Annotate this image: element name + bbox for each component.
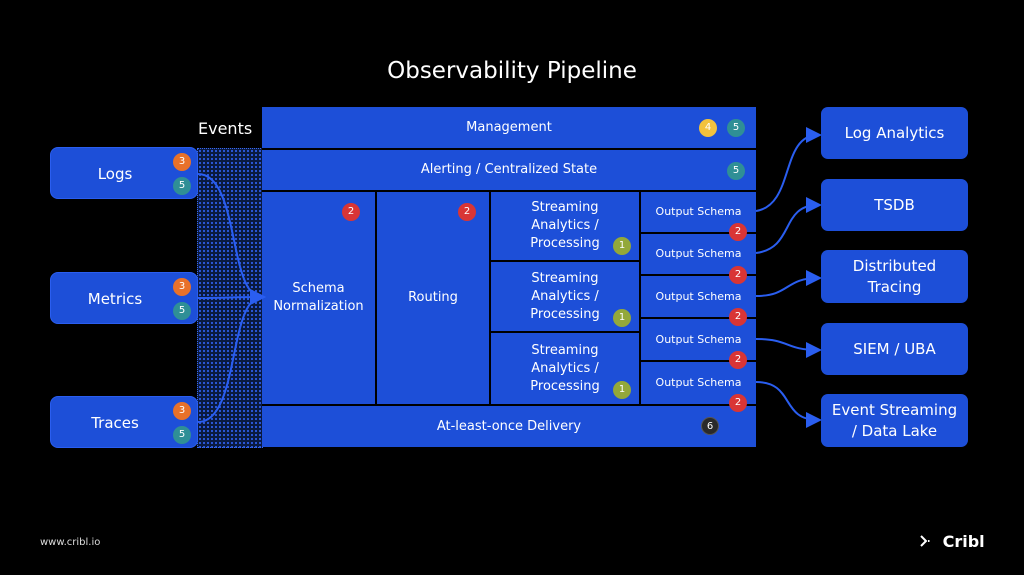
badge: 1 — [613, 381, 631, 399]
flow-tracing — [755, 270, 822, 297]
flow-traces — [197, 289, 266, 423]
source-traces: Traces 3 5 — [50, 396, 198, 448]
destination-label: Distributed Tracing — [852, 256, 937, 296]
streaming-label: Streaming Analytics / Processing — [530, 270, 600, 322]
badge: 5 — [727, 162, 745, 180]
chevron-dash-icon — [919, 532, 943, 551]
badge: 2 — [729, 394, 747, 412]
destination-log-analytics: Log Analytics — [821, 107, 968, 159]
output-label: Output Schema — [655, 289, 742, 303]
badge: 5 — [173, 177, 191, 195]
streaming-box-3: Streaming Analytics / Processing 1 — [491, 333, 639, 404]
badge: 3 — [173, 278, 191, 296]
flow-log-analytics — [755, 127, 822, 212]
badge: 2 — [729, 308, 747, 326]
delivery-label: At-least-once Delivery — [436, 418, 582, 434]
diagram-title: Observability Pipeline — [387, 58, 637, 84]
badge: 2 — [729, 223, 747, 241]
routing-box: Routing 2 — [377, 192, 489, 404]
management-bar: Management 4 5 — [262, 107, 756, 148]
badge: 5 — [173, 426, 191, 444]
pipeline-panel: Management 4 5 Alerting / Centralized St… — [262, 107, 756, 447]
destination-distributed-tracing: Distributed Tracing — [821, 250, 968, 303]
source-metrics: Metrics 3 5 — [50, 272, 198, 324]
schema-normalization-box: Schema Normalization 2 — [262, 192, 375, 404]
badge: 2 — [458, 203, 476, 221]
events-label: Events — [198, 119, 253, 138]
flow-siem — [755, 338, 822, 358]
flow-metrics — [197, 289, 266, 306]
badge: 2 — [342, 203, 360, 221]
destination-label: SIEM / UBA — [853, 339, 936, 358]
source-label: Traces — [91, 414, 139, 432]
badge: 6 — [701, 417, 719, 435]
badge: 4 — [699, 119, 717, 137]
destination-label: Log Analytics — [844, 123, 945, 142]
flow-logs — [197, 173, 266, 305]
logo-text: Cribl — [942, 532, 985, 551]
streaming-box-2: Streaming Analytics / Processing 1 — [491, 262, 639, 331]
badge: 1 — [613, 309, 631, 327]
management-label: Management — [466, 119, 552, 135]
badge: 2 — [729, 266, 747, 284]
destination-label: TSDB — [874, 195, 915, 214]
alerting-label: Alerting / Centralized State — [420, 162, 598, 177]
output-label: Output Schema — [655, 376, 742, 389]
badge: 5 — [173, 302, 191, 320]
schema-label: Schema Normalization — [273, 281, 364, 314]
source-logs: Logs 3 5 — [50, 147, 198, 199]
source-label: Logs — [97, 165, 133, 183]
badge: 1 — [613, 237, 631, 255]
destination-siem-uba: SIEM / UBA — [821, 323, 968, 375]
alerting-bar: Alerting / Centralized State 5 — [262, 150, 756, 190]
delivery-bar: At-least-once Delivery 6 — [262, 406, 756, 447]
footer-url: www.cribl.io — [40, 537, 101, 548]
output-label: Output Schema — [655, 205, 742, 218]
badge: 5 — [727, 119, 745, 137]
destination-label: Event Streaming / Data Lake — [831, 400, 958, 440]
cribl-logo: Cribl — [919, 532, 985, 551]
source-label: Metrics — [87, 290, 143, 308]
streaming-label: Streaming Analytics / Processing — [530, 342, 600, 394]
output-label: Output Schema — [655, 332, 742, 346]
output-label: Output Schema — [655, 247, 742, 260]
badge: 3 — [173, 153, 191, 171]
streaming-label: Streaming Analytics / Processing — [530, 200, 600, 251]
badge: 2 — [729, 351, 747, 369]
flow-event-streaming — [755, 381, 822, 428]
badge: 3 — [173, 402, 191, 420]
streaming-box-1: Streaming Analytics / Processing 1 — [491, 192, 639, 260]
destination-event-streaming: Event Streaming / Data Lake — [821, 394, 968, 447]
routing-label: Routing — [408, 290, 458, 305]
destination-tsdb: TSDB — [821, 179, 968, 231]
flow-tsdb — [755, 197, 822, 254]
